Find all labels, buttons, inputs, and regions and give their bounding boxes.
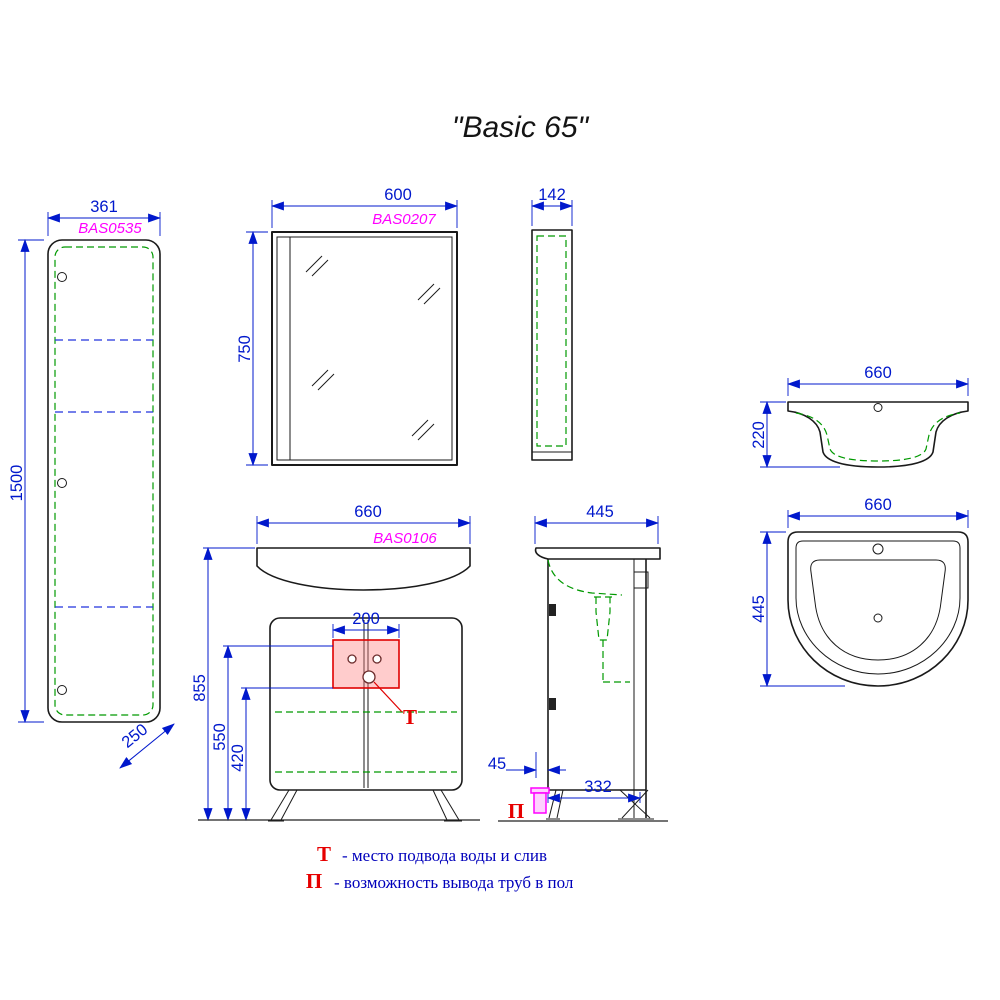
vanity-basin-front xyxy=(256,547,471,591)
legend-p-text: - возможность вывода труб в пол xyxy=(334,873,574,892)
dim-tall-cabinet-height: 1500 xyxy=(8,465,26,502)
page-title: "Basic 65" xyxy=(452,111,590,144)
mirror-side-door-dashed xyxy=(536,235,567,447)
dim-basin-plan-depth: 445 xyxy=(750,595,768,623)
vanity-code: BAS0106 xyxy=(373,530,437,547)
mirror-frame xyxy=(271,231,458,466)
washbasin-plan-view: 660 445 xyxy=(750,496,970,688)
hinge-plate xyxy=(549,698,556,710)
dim-vanity-width: 660 xyxy=(354,503,382,521)
dim-vanity-height: 855 xyxy=(191,674,209,702)
bowl-and-siphon-dashed xyxy=(547,559,630,683)
tall-cabinet-code: BAS0535 xyxy=(78,220,142,237)
dim-mirror-depth: 142 xyxy=(538,186,566,204)
tall-cabinet-view: 361 BAS0535 1500 250 xyxy=(8,198,175,769)
basin-profile-outline xyxy=(787,401,969,468)
supply-hole xyxy=(372,654,382,664)
basin-plan-rim xyxy=(795,540,961,675)
floor-pipe-marker: П xyxy=(508,799,524,823)
hinge-icon xyxy=(57,478,67,488)
dim-supply-height: 550 xyxy=(211,723,229,751)
vanity-front-view: 660 BAS0106 200 Т 855 550 xyxy=(191,503,480,822)
mirror-cabinet-code: BAS0207 xyxy=(372,211,436,228)
tall-cabinet-door-dashed xyxy=(54,246,154,716)
countertop-side xyxy=(534,547,661,560)
vanity-body xyxy=(269,617,463,791)
wall-bracket xyxy=(633,571,649,589)
dim-basin-plan-width: 660 xyxy=(864,496,892,514)
hinge-icon xyxy=(57,685,67,695)
tall-cabinet-body xyxy=(47,239,161,723)
basin-profile-dashed xyxy=(795,412,961,462)
faucet-hole xyxy=(872,543,884,555)
faucet-hole xyxy=(873,403,883,412)
basin-bowl xyxy=(810,559,946,661)
legend-t-symbol: Т xyxy=(317,842,331,866)
dim-basin-width: 660 xyxy=(864,364,892,382)
vanity-side-view: 445 45 332 xyxy=(488,503,668,823)
drain-hole xyxy=(873,613,883,623)
legend: Т - место подвода воды и слив П - возмож… xyxy=(306,842,574,893)
mirror-cabinet-front-view: 600 BAS0207 750 xyxy=(236,186,459,467)
mirror-cabinet-side-view: 142 xyxy=(530,186,574,461)
dim-front-offset: 45 xyxy=(488,755,506,773)
legend-t-text: - место подвода воды и слив xyxy=(342,846,547,865)
dimension-line-depth xyxy=(119,723,175,769)
dim-mirror-height: 750 xyxy=(236,335,254,363)
floor-pipe xyxy=(533,792,547,814)
basin-plan-outline xyxy=(787,531,969,687)
dim-drain-height: 420 xyxy=(229,744,247,772)
vanity-legs xyxy=(268,789,462,822)
marker-leader-line xyxy=(373,681,403,713)
supply-hole xyxy=(347,654,357,664)
dim-tall-cabinet-width: 361 xyxy=(90,198,118,216)
dim-basin-height: 220 xyxy=(750,421,768,449)
water-supply-marker: Т xyxy=(403,705,417,729)
legend-p-symbol: П xyxy=(306,869,322,893)
hinge-icon xyxy=(57,272,67,282)
dim-base-depth: 332 xyxy=(584,778,612,796)
drain-hole xyxy=(362,670,376,684)
mirror-glass-hatch xyxy=(305,255,441,441)
mirror-inner-frame xyxy=(276,236,453,461)
hinge-plate xyxy=(549,604,556,616)
dim-mirror-width: 600 xyxy=(384,186,412,204)
dim-supply-zone-width: 200 xyxy=(352,610,380,628)
washbasin-front-view: 660 220 xyxy=(750,364,970,469)
mirror-side-body xyxy=(531,229,573,461)
dim-vanity-depth: 445 xyxy=(586,503,614,521)
